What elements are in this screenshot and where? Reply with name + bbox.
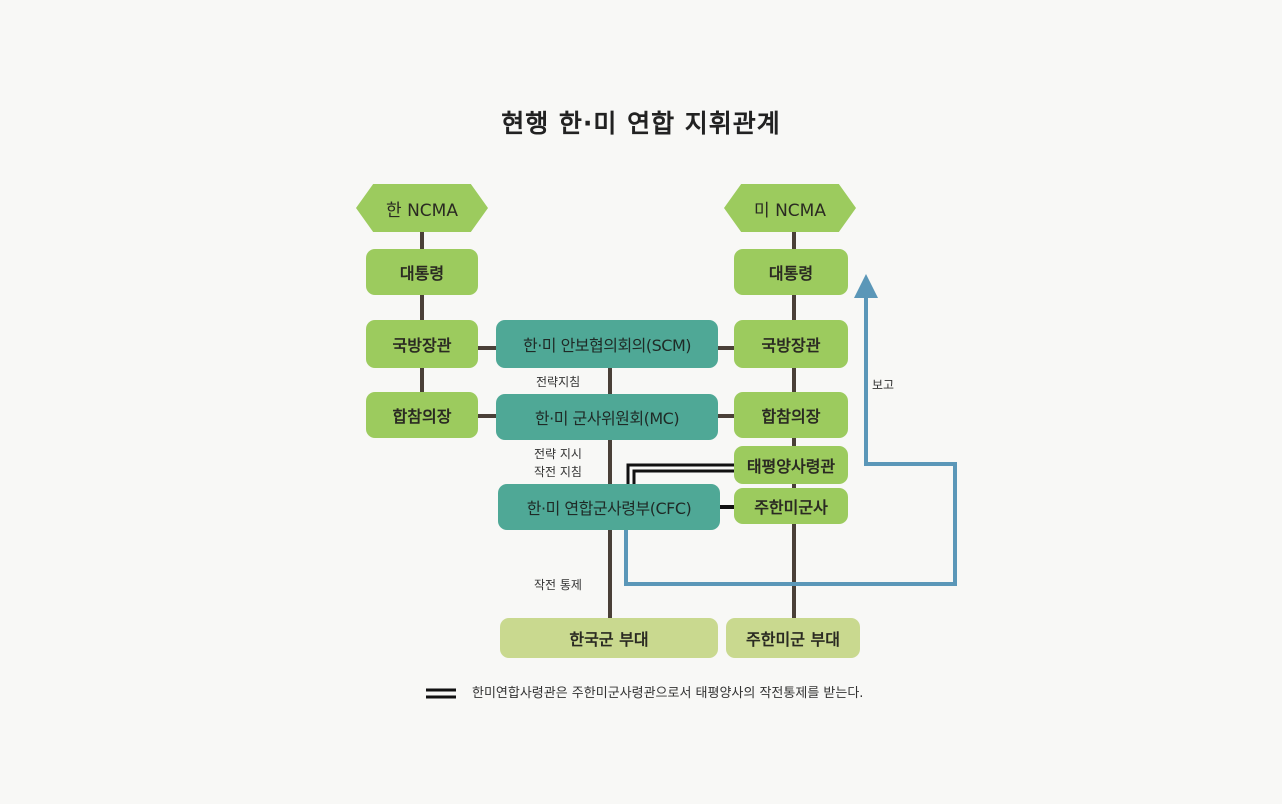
combined-vertical-line-top [608,366,612,396]
korea-forces: 한국군 부대 [500,618,718,658]
us-pacom-label: 태평양사령관 [746,457,836,476]
legend-text: 한미연합사령관은 주한미군사령관으로서 태평양사의 작전통제를 받는다. [472,686,864,701]
scm-right-connector [718,346,736,350]
cfc-box: 한·미 연합군사령부(CFC) [498,484,720,530]
korea-defense-minister: 국방장관 [366,320,478,368]
us-ncma: 미 NCMA [724,184,856,232]
korea-ncma: 한 NCMA [356,184,488,232]
us-forces: 주한미군 부대 [726,618,860,658]
cfc-label: 한·미 연합군사령부(CFC) [526,499,692,518]
korea-vertical-line [420,230,424,400]
us-pacom: 태평양사령관 [734,446,848,484]
korea-ncma-label: 한 NCMA [386,200,458,221]
diagram-title: 현행 한·미 연합 지휘관계 [501,109,781,138]
operational-control-label: 작전 통제 [534,578,582,592]
korea-forces-label: 한국군 부대 [569,630,649,649]
mc-box: 한·미 군사위원회(MC) [496,394,718,440]
mc-right-connector [718,414,736,418]
double-line-connector [626,463,736,486]
us-defense-secretary: 국방장관 [734,320,848,368]
korea-president-label: 대통령 [399,264,445,283]
us-jcs-chairman-label: 합참의장 [761,407,821,426]
us-forces-label: 주한미군 부대 [746,630,840,649]
us-usfk: 주한미군사 [734,488,848,524]
cfc-usfk-connector [720,505,736,509]
us-jcs-chairman: 합참의장 [734,392,848,438]
korea-jcs-chairman-label: 합참의장 [392,407,452,426]
korea-defense-minister-label: 국방장관 [392,336,452,355]
legend-double-line [426,688,456,699]
mc-label: 한·미 군사위원회(MC) [534,409,680,428]
report-label: 보고 [872,378,895,392]
report-arrow-head [854,274,878,298]
us-ncma-label: 미 NCMA [754,200,826,221]
scm-label: 한·미 안보협의회의(SCM) [522,336,692,355]
korea-jcs-chairman: 합참의장 [366,392,478,438]
operational-guidance-label: 작전 지침 [534,465,582,479]
us-usfk-label: 주한미군사 [754,498,828,517]
us-president-label: 대통령 [768,264,814,283]
combined-vertical-line-bottom [608,528,612,620]
report-arrow [624,296,957,586]
us-president: 대통령 [734,249,848,295]
mc-left-connector [477,414,497,418]
strategic-directive-label: 전략 지시 [534,447,582,461]
combined-vertical-line-mid [608,438,612,486]
scm-left-connector [477,346,497,350]
us-defense-secretary-label: 국방장관 [761,336,821,355]
korea-president: 대통령 [366,249,478,295]
scm-box: 한·미 안보협의회의(SCM) [496,320,718,368]
strategic-guidance-label: 전략지침 [536,375,581,389]
